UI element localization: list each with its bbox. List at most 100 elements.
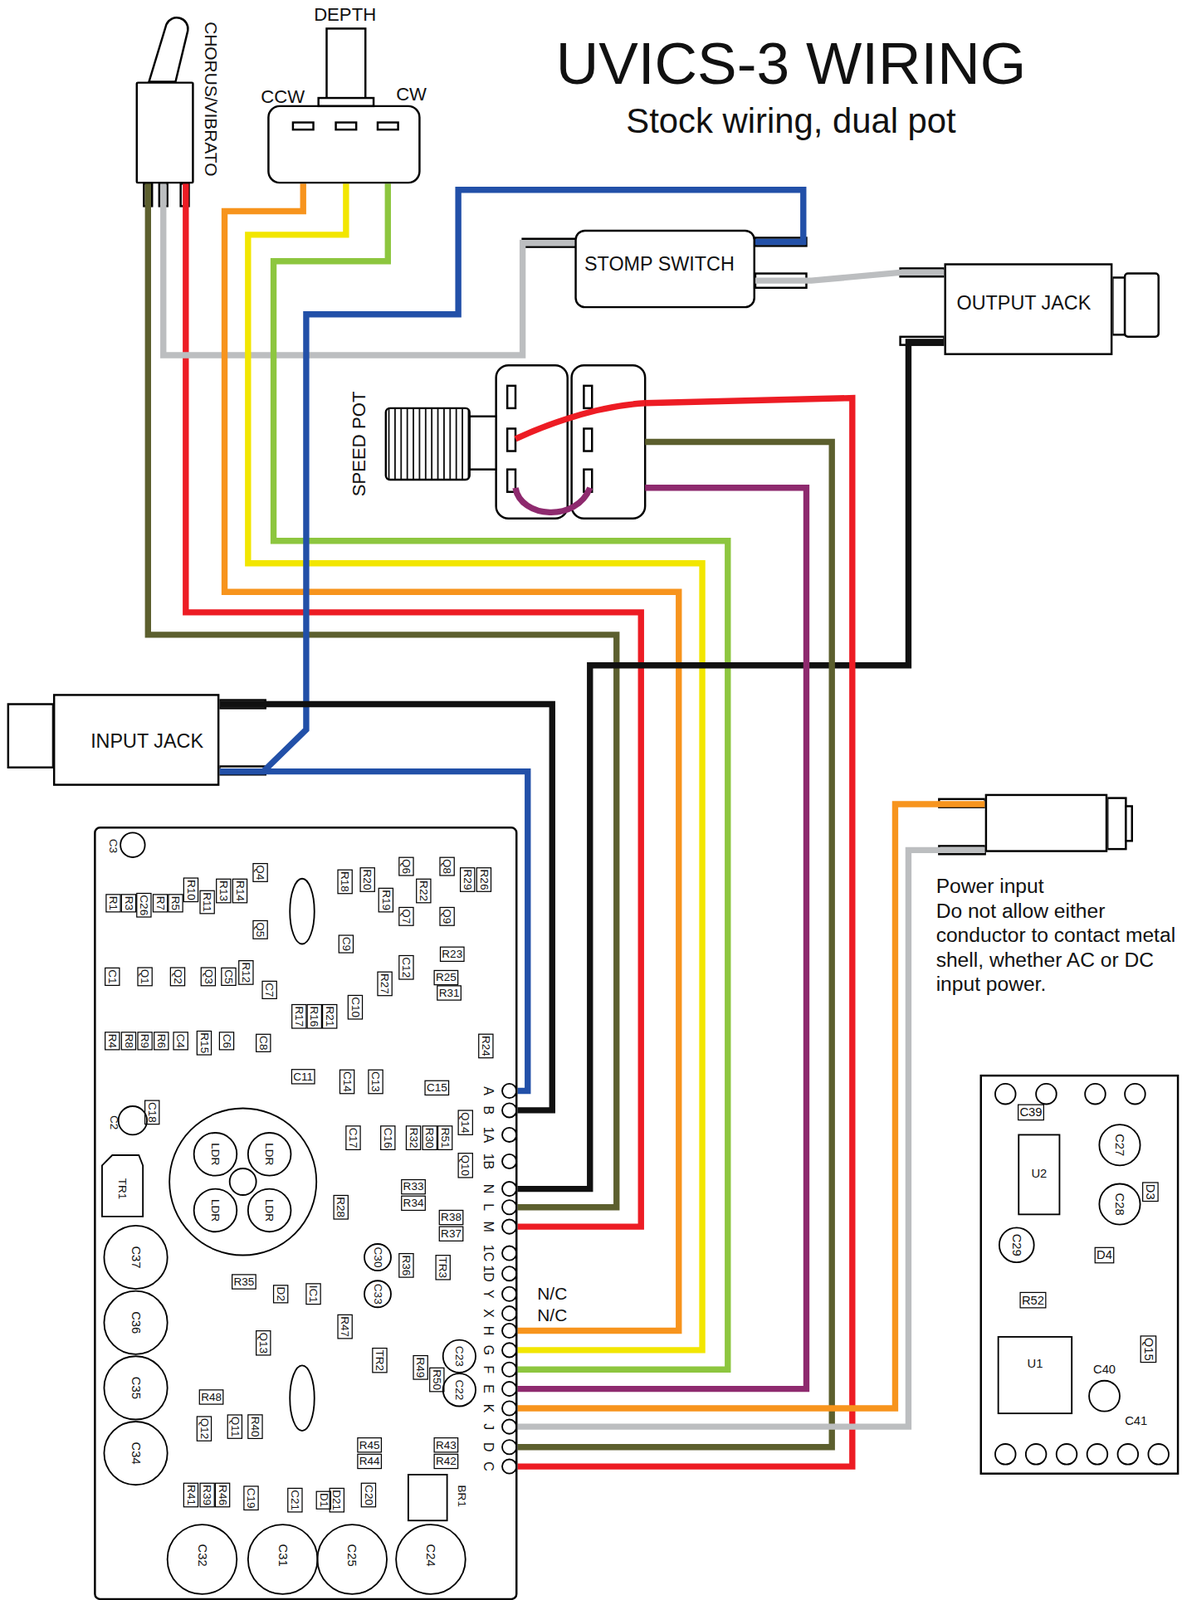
power-jack: Power inputDo not allow either conductor… [985,794,1109,853]
pad [502,1440,517,1455]
part-label: C11 [293,1071,313,1084]
part-label: R16 [308,1006,321,1027]
part-outline [439,947,465,962]
stomp-switch: STOMP SWITCH [574,229,756,309]
part-label: R36 [400,1255,413,1276]
part-label: R29 [461,869,474,891]
part-label: IC1 [307,1285,320,1304]
part-label: R49 [415,1357,427,1378]
part-label: R9 [139,1034,152,1049]
part-outline [316,1491,331,1510]
part-label: R52 [1021,1294,1045,1307]
part-label: R26 [478,869,490,891]
part-name: DEPTH [313,4,377,24]
pad-label: B [482,1106,496,1116]
part-label: C37 [129,1245,142,1269]
part-outline [401,1180,426,1195]
part-name: INPUT JACK [90,731,204,751]
part-label: C35 [129,1377,142,1400]
part-outline [292,1005,307,1030]
part-outline [357,1438,382,1453]
part-label: TR3 [437,1257,450,1280]
part-outline [154,1032,169,1051]
pad [502,1420,517,1435]
part-label: R41 [185,1484,197,1506]
part-outline [439,1210,464,1225]
part-outline [434,1454,459,1469]
pad-label: L [482,1203,496,1212]
part-outline [399,857,414,876]
part-label: LDR [210,1142,222,1166]
part-label: R32 [407,1128,420,1149]
part-label: R43 [435,1440,457,1452]
part-outline [429,1367,445,1393]
part-label: Q9 [441,908,454,924]
part-label: C28 [1113,1193,1127,1217]
part-label: R45 [359,1440,381,1452]
part-outline [378,888,393,913]
part-outline [307,1005,322,1030]
part-outline [405,1126,421,1151]
part-label: C23 [454,1346,466,1368]
part-outline [458,1153,473,1178]
wire [219,190,803,772]
part-label: R21 [323,1006,336,1027]
part-outline [291,1069,315,1085]
part-outline [227,1415,242,1439]
part-outline [434,970,459,985]
wire [248,183,703,1351]
subtitle: Stock wiring, dual pot [625,102,956,138]
part-outline [346,1126,361,1151]
part-label: C1 [107,969,119,984]
speed-pot: SPEED POT [496,365,646,518]
part-label: C20 [362,1484,375,1506]
part-outline [121,894,136,913]
part-outline [1020,1292,1046,1308]
part-outline [219,1032,234,1051]
part-outline [256,1331,271,1356]
wire [517,398,852,1468]
part-outline [1094,1247,1114,1263]
part-outline [380,1126,396,1151]
part-label: R12 [240,962,253,983]
part-label: R5 [170,896,182,911]
part-outline [424,1080,450,1095]
part-label: C40 [1093,1363,1116,1377]
part-label: Q12 [198,1418,211,1441]
part-outline [338,935,353,953]
part-outline [1018,1104,1045,1120]
pad-label: X [482,1308,496,1319]
part-label: R33 [403,1181,425,1193]
part-outline [401,1196,426,1211]
part-label: C39 [1019,1106,1042,1119]
wire [517,441,832,1447]
pad [502,1182,517,1197]
part-label: D21 [331,1489,343,1511]
part-label: R13 [218,880,230,902]
input-jack: INPUT JACK [53,693,220,787]
part-label: C24 [424,1544,438,1568]
wire [517,488,806,1390]
part-outline [200,967,215,987]
part-label: R40 [249,1416,262,1438]
part-label: R27 [379,973,391,995]
part-outline [262,981,277,999]
part-label: R42 [435,1455,457,1468]
part-label: Q4 [254,864,267,880]
part-label: C36 [129,1311,142,1334]
part-outline [196,1416,211,1441]
part-label: C26 [138,894,151,916]
part-label: C10 [349,996,362,1018]
part-label: C5 [223,969,235,984]
part-outline [322,1005,338,1030]
part-label: C21 [289,1489,302,1511]
pad-label: F [482,1365,496,1374]
part-label: R8 [122,1034,135,1049]
part-outline [106,894,121,913]
part-outline [437,986,462,1001]
part-outline [422,1126,437,1151]
part-outline [339,1069,354,1095]
wire [517,849,985,1427]
part-outline [399,955,414,980]
part-outline [105,1032,120,1051]
